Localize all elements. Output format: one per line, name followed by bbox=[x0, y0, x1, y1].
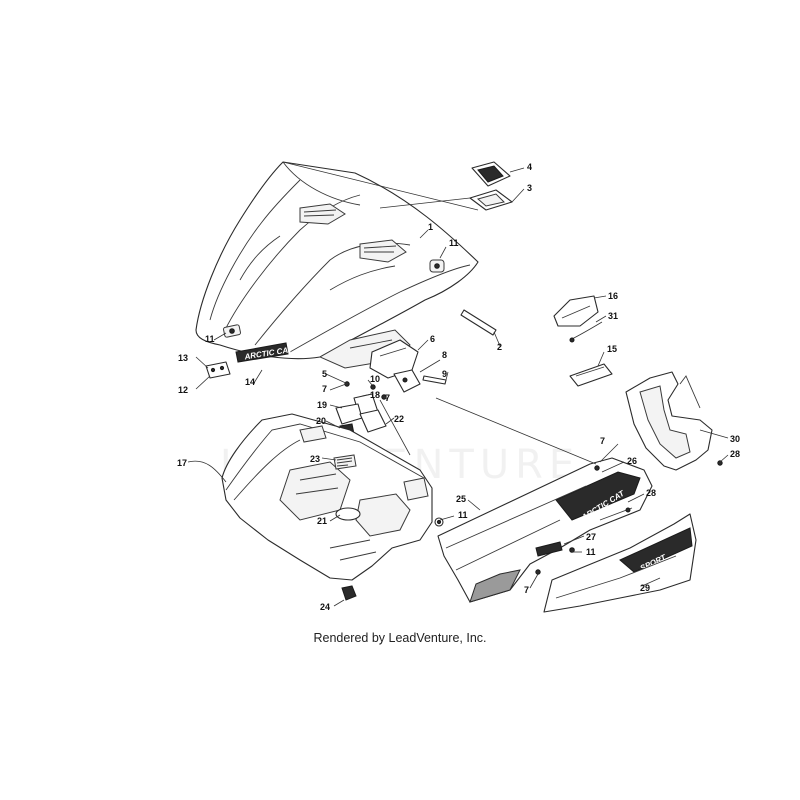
callout-7a: 7 bbox=[322, 384, 327, 394]
panel-lower-decal bbox=[535, 465, 631, 575]
callout-15: 15 bbox=[607, 344, 617, 354]
storage-bag bbox=[553, 295, 599, 327]
hood-fastener-right bbox=[429, 259, 445, 273]
callout-17: 17 bbox=[177, 458, 187, 468]
callout-21: 21 bbox=[317, 516, 327, 526]
callout-3: 3 bbox=[527, 183, 532, 193]
callout-4: 4 bbox=[527, 162, 532, 172]
callout-8: 8 bbox=[442, 350, 447, 360]
callout-11d: 11 bbox=[586, 547, 596, 557]
callout-28b: 28 bbox=[730, 449, 740, 459]
storage-bin bbox=[221, 413, 433, 581]
callout-30: 30 bbox=[730, 434, 740, 444]
callout-24: 24 bbox=[320, 602, 330, 612]
vent-gasket bbox=[469, 189, 513, 211]
support-rod bbox=[460, 309, 497, 336]
callout-10: 10 bbox=[370, 374, 380, 384]
callout-7c: 7 bbox=[600, 436, 605, 446]
callout-labels: 1 2 3 4 5 6 7 7 7 7 8 9 10 11 11 11 11 1… bbox=[177, 162, 740, 612]
callout-7d: 7 bbox=[524, 585, 529, 595]
callout-11a: 11 bbox=[449, 238, 459, 248]
callout-18: 18 bbox=[370, 390, 380, 400]
callout-31: 31 bbox=[608, 311, 618, 321]
bin-warning-decal bbox=[333, 454, 357, 470]
callout-11b: 11 bbox=[205, 334, 215, 344]
dash-panel bbox=[625, 371, 723, 471]
callout-2: 2 bbox=[497, 342, 502, 352]
callout-27: 27 bbox=[586, 532, 596, 542]
callout-13: 13 bbox=[178, 353, 188, 363]
callout-26: 26 bbox=[627, 456, 637, 466]
latch-bracket bbox=[205, 361, 231, 379]
callout-14: 14 bbox=[245, 377, 255, 387]
callout-5: 5 bbox=[322, 369, 327, 379]
hood bbox=[195, 161, 479, 369]
hinge-bracket-assembly bbox=[335, 339, 447, 437]
callout-25: 25 bbox=[456, 494, 466, 504]
callout-12: 12 bbox=[178, 385, 188, 395]
drain-plug bbox=[341, 585, 357, 601]
side-panel: SPORT bbox=[543, 513, 697, 613]
callout-20: 20 bbox=[316, 416, 326, 426]
tether-cord bbox=[569, 321, 603, 343]
callout-23: 23 bbox=[310, 454, 320, 464]
callout-7b: 7 bbox=[385, 393, 390, 403]
callout-22: 22 bbox=[394, 414, 404, 424]
front-panel: ARCTIC CAT bbox=[437, 457, 653, 603]
callout-1: 1 bbox=[428, 222, 433, 232]
callout-leaders bbox=[187, 167, 729, 607]
callout-6: 6 bbox=[430, 334, 435, 344]
storage-decal bbox=[569, 363, 613, 387]
callout-29: 29 bbox=[640, 583, 650, 593]
render-credit: Rendered by LeadVenture, Inc. bbox=[313, 631, 487, 645]
callout-11c: 11 bbox=[458, 510, 468, 520]
callout-16: 16 bbox=[608, 291, 618, 301]
callout-9: 9 bbox=[442, 369, 447, 379]
hood-fastener-front bbox=[223, 324, 241, 338]
callout-19: 19 bbox=[317, 400, 327, 410]
vent-cover bbox=[471, 161, 511, 187]
callout-28a: 28 bbox=[646, 488, 656, 498]
